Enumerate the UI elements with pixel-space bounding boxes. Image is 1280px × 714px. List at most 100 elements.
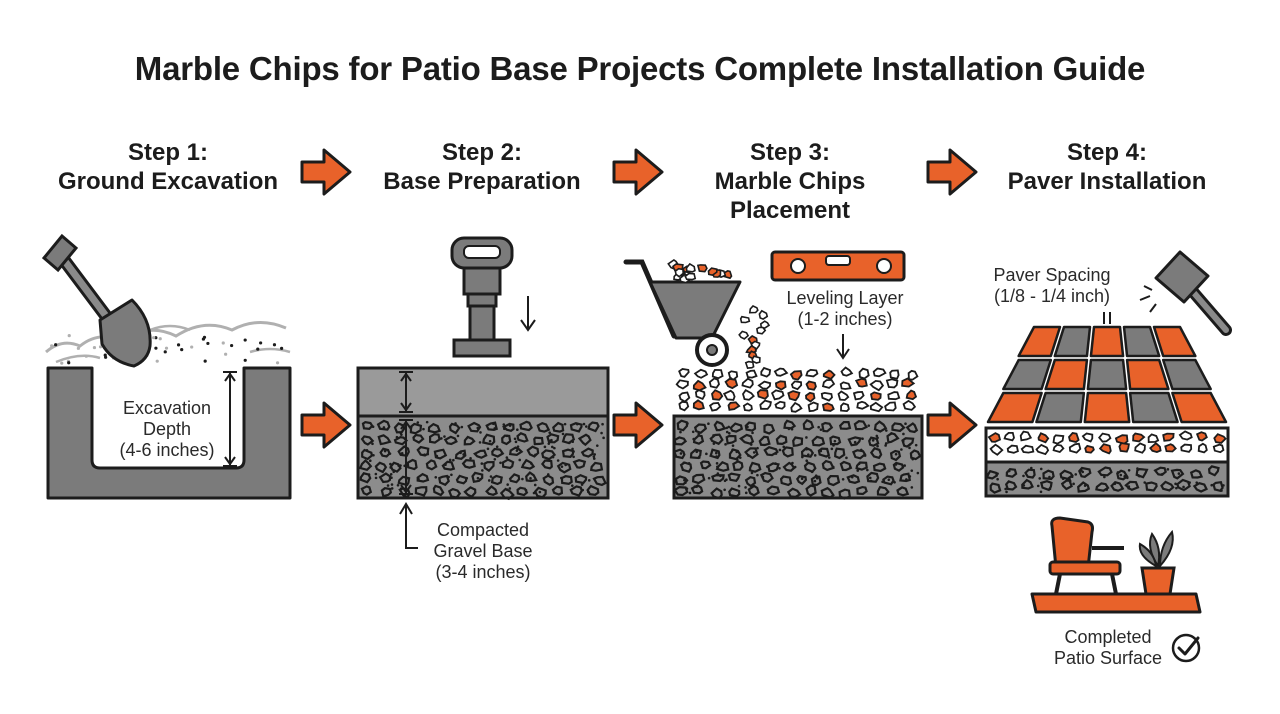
gravel-speck — [392, 470, 396, 474]
gravel-speck — [1127, 485, 1131, 488]
gravel-speck — [904, 422, 907, 425]
soil-speck — [180, 348, 184, 352]
gravel-stone — [1078, 466, 1092, 478]
gravel-stone — [805, 484, 817, 497]
gravel-speck — [679, 452, 683, 455]
soil-speck — [104, 355, 108, 359]
gravel-speck — [908, 475, 912, 478]
paver-tile — [1002, 358, 1053, 391]
gravel-speck — [548, 431, 551, 434]
gravel-speck — [692, 437, 695, 441]
marble-chip — [745, 369, 758, 379]
marble-chip — [711, 368, 724, 380]
wheelbarrow-chip — [684, 272, 697, 281]
gravel-speck — [1048, 487, 1052, 491]
gravel-speck — [532, 491, 536, 495]
marble-chip — [1134, 442, 1146, 454]
gravel-stone — [1116, 469, 1129, 481]
gravel-speck — [593, 453, 597, 456]
gravel-speck — [422, 427, 425, 431]
gravel-stone — [792, 436, 804, 448]
marble-chip — [742, 402, 753, 412]
plant-leaf — [1138, 542, 1158, 568]
gravel-speck — [869, 479, 873, 483]
gravel-stone — [427, 422, 442, 434]
gravel-speck — [905, 478, 908, 481]
marble-chip — [821, 402, 835, 412]
gravel-speck — [914, 443, 918, 447]
marble-chips-panel — [672, 305, 924, 500]
gravel-speck — [691, 430, 695, 434]
dimension-arrowhead — [400, 484, 412, 494]
soil-speck — [275, 361, 280, 365]
patio-slab — [1030, 592, 1202, 614]
gravel-speck — [1068, 479, 1072, 483]
gravel-stone — [577, 433, 592, 447]
gravel-speck — [368, 459, 372, 463]
gravel-stone — [471, 471, 484, 483]
gravel-stone — [866, 471, 880, 483]
marble-chip — [1084, 444, 1095, 454]
gravel-stone — [759, 471, 774, 484]
gravel-speck — [719, 474, 722, 478]
marble-chip — [708, 377, 720, 389]
gravel-stone — [1124, 480, 1140, 492]
dimension-arrowhead — [224, 456, 236, 466]
gravel-speck — [765, 465, 769, 468]
gravel-speck — [841, 477, 845, 481]
panel-arrow-2-3 — [612, 401, 664, 449]
chair-leg — [1110, 573, 1118, 595]
gravel-speck — [602, 436, 605, 440]
gravel-speck — [746, 425, 749, 429]
gravel-speck — [505, 434, 509, 438]
gravel-speck — [1103, 475, 1106, 479]
gravel-stone — [483, 460, 495, 473]
gravel-stone — [886, 432, 900, 444]
gravel-stone — [853, 420, 868, 431]
gravel-stone — [580, 447, 594, 458]
gravel-stone — [454, 449, 467, 460]
gravel-speck — [454, 422, 457, 425]
gravel-speck — [887, 478, 891, 482]
marble-chip — [1081, 432, 1094, 443]
marble-chip — [1164, 443, 1177, 453]
marble-chip — [774, 380, 787, 391]
gravel-speck — [389, 462, 392, 466]
gravel-speck — [761, 475, 765, 479]
gravel-stone — [589, 461, 604, 472]
gravel-stone — [810, 475, 822, 487]
paver-tile — [1044, 358, 1089, 391]
gravel-stone — [541, 449, 557, 461]
gravel-speck — [479, 431, 482, 434]
gravel-speck — [731, 444, 735, 447]
compactor-plate — [452, 338, 512, 358]
gravel-speck — [456, 434, 460, 438]
gravel-speck — [533, 483, 537, 487]
soil-speck — [155, 359, 159, 363]
compactor-shaft — [468, 304, 496, 342]
gravel-speck — [1113, 482, 1117, 486]
gravel-speck — [508, 424, 512, 427]
gravel-stone — [587, 421, 600, 433]
gravel-stone — [821, 459, 835, 472]
marble-chip — [1003, 432, 1015, 442]
gravel-stone — [1192, 482, 1208, 493]
gravel-stone — [1077, 481, 1091, 493]
gravel-speck — [440, 437, 443, 440]
marble-chip — [872, 367, 887, 378]
gravel-speck — [790, 427, 794, 431]
gravel-speck — [819, 428, 823, 431]
excavation-depth-label: Excavation Depth (4-6 inches) — [119, 398, 215, 460]
gravel-stone — [501, 434, 512, 446]
gravel-stone — [674, 475, 689, 486]
gravel-stone — [533, 436, 544, 446]
gravel-stone — [432, 484, 445, 497]
gravel-stone — [829, 435, 842, 446]
gravel-stone — [856, 485, 868, 496]
flow-arrow-1-2 — [300, 148, 352, 196]
gravel-stone — [1024, 468, 1036, 479]
gravel-speck — [791, 461, 794, 465]
gravel-stone — [826, 474, 841, 487]
gravel-stone — [891, 422, 906, 433]
paver-tile — [1089, 325, 1125, 358]
